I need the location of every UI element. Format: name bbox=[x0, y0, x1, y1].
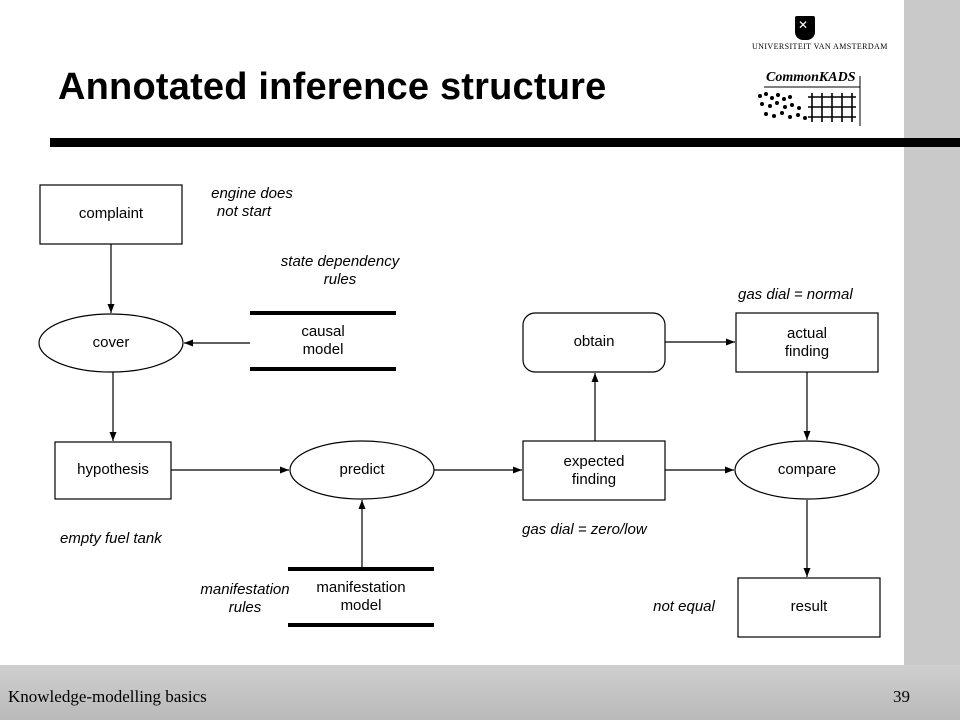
cover-label: cover bbox=[92, 334, 130, 351]
annotation-engine-2: not start bbox=[216, 203, 272, 220]
annotation-state-2: rules bbox=[323, 271, 357, 288]
result-label: result bbox=[790, 598, 828, 615]
predict-label: predict bbox=[339, 461, 385, 478]
annotation-state-1: state dependency bbox=[280, 253, 400, 270]
page-number: 39 bbox=[893, 687, 910, 706]
result-box bbox=[737, 577, 881, 638]
side-band bbox=[904, 0, 960, 665]
expected-finding-box bbox=[522, 440, 666, 501]
annotation-gas-zero: gas dial = zero/low bbox=[522, 521, 647, 538]
annotation-gas-normal: gas dial = normal bbox=[738, 286, 853, 303]
actual-finding-label-1: actual bbox=[786, 325, 828, 342]
university-logo: UNIVERSITEIT VAN AMSTERDAM bbox=[752, 16, 888, 52]
compare-label: compare bbox=[777, 461, 837, 478]
university-name: UNIVERSITEIT VAN AMSTERDAM bbox=[752, 42, 888, 51]
footer-course-title: Knowledge-modelling basics bbox=[8, 687, 207, 706]
hypothesis-box bbox=[54, 441, 172, 500]
expected-finding-label-1: expected bbox=[563, 453, 625, 470]
actual-finding-box bbox=[735, 312, 879, 373]
footer-band bbox=[0, 665, 960, 720]
commonkads-logo: CommonKADS bbox=[752, 70, 864, 128]
manifestation-model-label-1: manifestation bbox=[316, 579, 406, 596]
compare-ellipse bbox=[734, 440, 880, 500]
causal-model-label-2: model bbox=[302, 341, 344, 358]
title-rule bbox=[50, 138, 960, 147]
causal-model-label-1: causal bbox=[301, 323, 345, 340]
commonkads-graphic-icon bbox=[758, 76, 861, 126]
page-title: Annotated inference structure bbox=[58, 66, 607, 108]
complaint-label: complaint bbox=[78, 205, 144, 222]
annotation-empty-tank: empty fuel tank bbox=[60, 530, 162, 547]
commonkads-text: CommonKADS bbox=[766, 70, 856, 85]
annotation-not-equal: not equal bbox=[653, 598, 715, 615]
actual-finding-label-2: finding bbox=[784, 343, 830, 360]
annotation-manifestation-rules-2: rules bbox=[228, 599, 262, 616]
complaint-box bbox=[39, 184, 183, 245]
obtain-label: obtain bbox=[573, 333, 615, 350]
hypothesis-label: hypothesis bbox=[77, 461, 149, 478]
annotation-manifestation-rules-1: manifestation bbox=[200, 581, 290, 598]
manifestation-model-label-2: model bbox=[340, 597, 382, 614]
crest-icon bbox=[795, 16, 815, 40]
cover-ellipse bbox=[38, 313, 184, 373]
annotation-engine-1: engine does bbox=[211, 185, 293, 202]
expected-finding-label-2: finding bbox=[571, 471, 617, 488]
